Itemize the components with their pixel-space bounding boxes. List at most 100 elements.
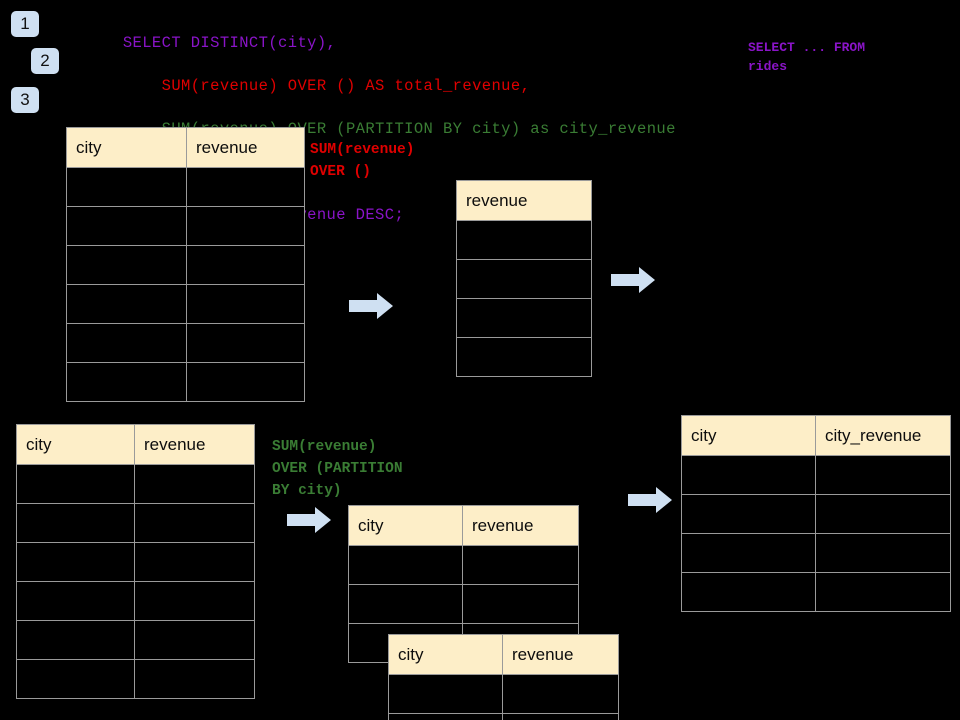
table-row [681, 494, 951, 534]
table-row [456, 259, 592, 299]
cell [134, 620, 255, 660]
cell [134, 503, 255, 543]
cell [462, 545, 579, 585]
table-partition-b: city revenue [388, 634, 619, 720]
cell [681, 533, 816, 573]
table-result: city city_revenue [681, 415, 951, 612]
table-row [388, 713, 619, 720]
column-header-revenue: revenue [502, 634, 619, 675]
column-header-city: city [16, 424, 135, 465]
table-header-row: city city_revenue [681, 415, 951, 456]
table-row [16, 503, 255, 543]
column-header-city: city [681, 415, 816, 456]
cell [681, 572, 816, 612]
table-row [16, 581, 255, 621]
table-row [348, 584, 579, 624]
column-header-revenue: revenue [134, 424, 255, 465]
cell [186, 323, 305, 363]
column-header-city: city [66, 127, 187, 168]
sql-line-select: SELECT DISTINCT(city), [122, 33, 337, 52]
arrow-right-icon [628, 487, 672, 513]
table-row [348, 545, 579, 585]
cell [348, 545, 463, 585]
table-partition-a: city revenue [348, 505, 579, 663]
cell [16, 620, 135, 660]
cell [66, 167, 187, 207]
annotation-over-partition: SUM(revenue) OVER (PARTITION BY city) [272, 439, 403, 499]
cell [388, 713, 503, 720]
column-header-city: city [348, 505, 463, 546]
cell [456, 337, 592, 377]
cell [186, 167, 305, 207]
arrow-right-icon [349, 293, 393, 319]
table-rides-bottom: city revenue [16, 424, 255, 699]
cell [815, 533, 951, 573]
table-header-row: city revenue [348, 505, 579, 546]
annotation-over-empty: SUM(revenue) OVER () [310, 142, 415, 180]
cell [66, 362, 187, 402]
table-row [66, 245, 305, 285]
cell [16, 542, 135, 582]
cell [815, 494, 951, 534]
column-header-revenue: revenue [456, 180, 592, 221]
cell [134, 542, 255, 582]
table-row [16, 464, 255, 504]
cell [134, 659, 255, 699]
table-header-row: revenue [456, 180, 592, 221]
arrow-right-icon [287, 507, 331, 533]
table-row [456, 298, 592, 338]
table-total-revenue: revenue [456, 180, 592, 377]
cell [16, 503, 135, 543]
step-badge-2[interactable]: 2 [31, 48, 59, 74]
table-row [16, 620, 255, 660]
cell [348, 584, 463, 624]
table-row [388, 674, 619, 714]
sql-line-total-revenue: SUM(revenue) OVER () AS total_revenue, [122, 76, 531, 95]
cell [456, 259, 592, 299]
cell [681, 455, 816, 495]
cell [66, 245, 187, 285]
column-header-revenue: revenue [462, 505, 579, 546]
column-header-city: city [388, 634, 503, 675]
cell [815, 455, 951, 495]
cell [502, 713, 619, 720]
table-row [16, 659, 255, 699]
table-row [681, 455, 951, 495]
cell [456, 298, 592, 338]
step-badge-1[interactable]: 1 [11, 11, 39, 37]
sql-side-note: SELECT ... FROM rides [748, 40, 866, 74]
table-row [681, 533, 951, 573]
table-row [66, 284, 305, 324]
table-row [66, 167, 305, 207]
table-row [66, 323, 305, 363]
table-row [16, 542, 255, 582]
table-header-row: city revenue [66, 127, 305, 168]
cell [681, 494, 816, 534]
table-row [456, 220, 592, 260]
cell [456, 220, 592, 260]
cell [134, 581, 255, 621]
arrow-right-icon [611, 267, 655, 293]
cell [66, 323, 187, 363]
table-row [681, 572, 951, 612]
table-rides-top: city revenue [66, 127, 305, 402]
cell [186, 362, 305, 402]
table-row [66, 362, 305, 402]
cell [16, 464, 135, 504]
cell [66, 284, 187, 324]
cell [388, 674, 503, 714]
cell [502, 674, 619, 714]
cell [16, 659, 135, 699]
cell [134, 464, 255, 504]
table-row [456, 337, 592, 377]
cell [815, 572, 951, 612]
column-header-revenue: revenue [186, 127, 305, 168]
cell [462, 584, 579, 624]
table-header-row: city revenue [16, 424, 255, 465]
cell [186, 206, 305, 246]
cell [66, 206, 187, 246]
column-header-city-revenue: city_revenue [815, 415, 951, 456]
cell [186, 284, 305, 324]
step-badge-3[interactable]: 3 [11, 87, 39, 113]
